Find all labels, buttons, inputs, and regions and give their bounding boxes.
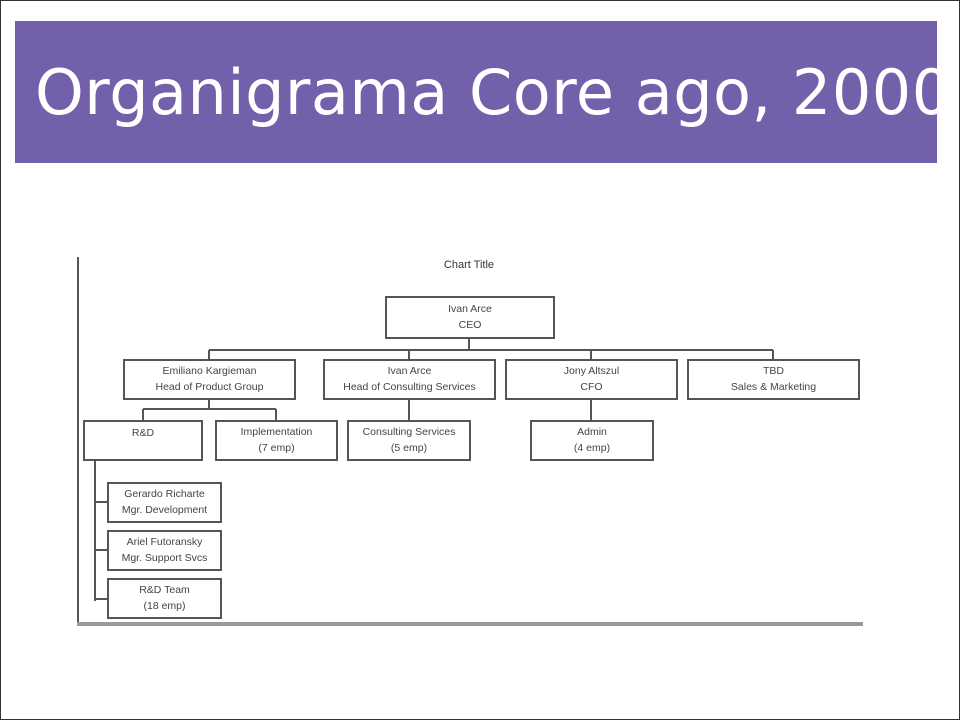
person-name: Ivan Arce: [387, 365, 432, 378]
org-box-ariel-futoransky: Ariel Futoransky Mgr. Support Svcs: [107, 530, 222, 571]
org-box-cfo: Jony Altszul CFO: [505, 359, 678, 400]
slide-title: Organigrama Core ago, 2000: [35, 55, 952, 129]
org-box-gerardo-richarte: Gerardo Richarte Mgr. Development: [107, 482, 222, 523]
org-box-ceo: Ivan Arce CEO: [385, 296, 555, 339]
person-role: (18 emp): [143, 599, 186, 612]
person-name: Emiliano Kargieman: [162, 365, 257, 378]
unit-name: Admin: [577, 426, 607, 439]
unit-name: Implementation: [240, 426, 313, 439]
org-box-rd-team: R&D Team (18 emp): [107, 578, 222, 619]
person-role: Head of Product Group: [155, 380, 264, 393]
person-role: Sales & Marketing: [730, 380, 817, 393]
person-role: CEO: [458, 318, 482, 331]
unit-name: R&D: [131, 427, 155, 439]
person-name: Gerardo Richarte: [124, 488, 205, 501]
org-chart-connectors: [77, 257, 863, 626]
org-box-admin: Admin (4 emp): [530, 420, 654, 461]
chart-title: Chart Title: [443, 259, 495, 271]
org-box-implementation: Implementation (7 emp): [215, 420, 338, 461]
org-box-rd: R&D: [83, 420, 203, 461]
unit-detail: (4 emp): [573, 441, 611, 454]
org-box-consulting-services: Consulting Services (5 emp): [347, 420, 471, 461]
person-name: Ivan Arce: [448, 303, 492, 316]
unit-detail: (7 emp): [258, 441, 295, 454]
person-role: Mgr. Support Svcs: [121, 551, 208, 564]
org-box-head-consulting: Ivan Arce Head of Consulting Services: [323, 359, 496, 400]
unit-detail: (5 emp): [390, 441, 428, 454]
person-role: CFO: [580, 380, 603, 393]
unit-name: Consulting Services: [362, 426, 456, 439]
person-role: Mgr. Development: [121, 503, 208, 516]
title-bar: Organigrama Core ago, 2000: [15, 21, 951, 163]
org-box-head-product: Emiliano Kargieman Head of Product Group: [123, 359, 296, 400]
person-name: R&D Team: [139, 584, 190, 597]
person-role: Head of Consulting Services: [343, 380, 476, 393]
person-name: Ariel Futoransky: [126, 536, 203, 549]
person-name: Jony Altszul: [563, 365, 620, 378]
person-name: TBD: [763, 365, 784, 378]
org-chart: Chart Title Ivan Arce CEO Emiliano Kargi…: [73, 253, 865, 629]
org-box-sales: TBD Sales & Marketing: [687, 359, 860, 400]
